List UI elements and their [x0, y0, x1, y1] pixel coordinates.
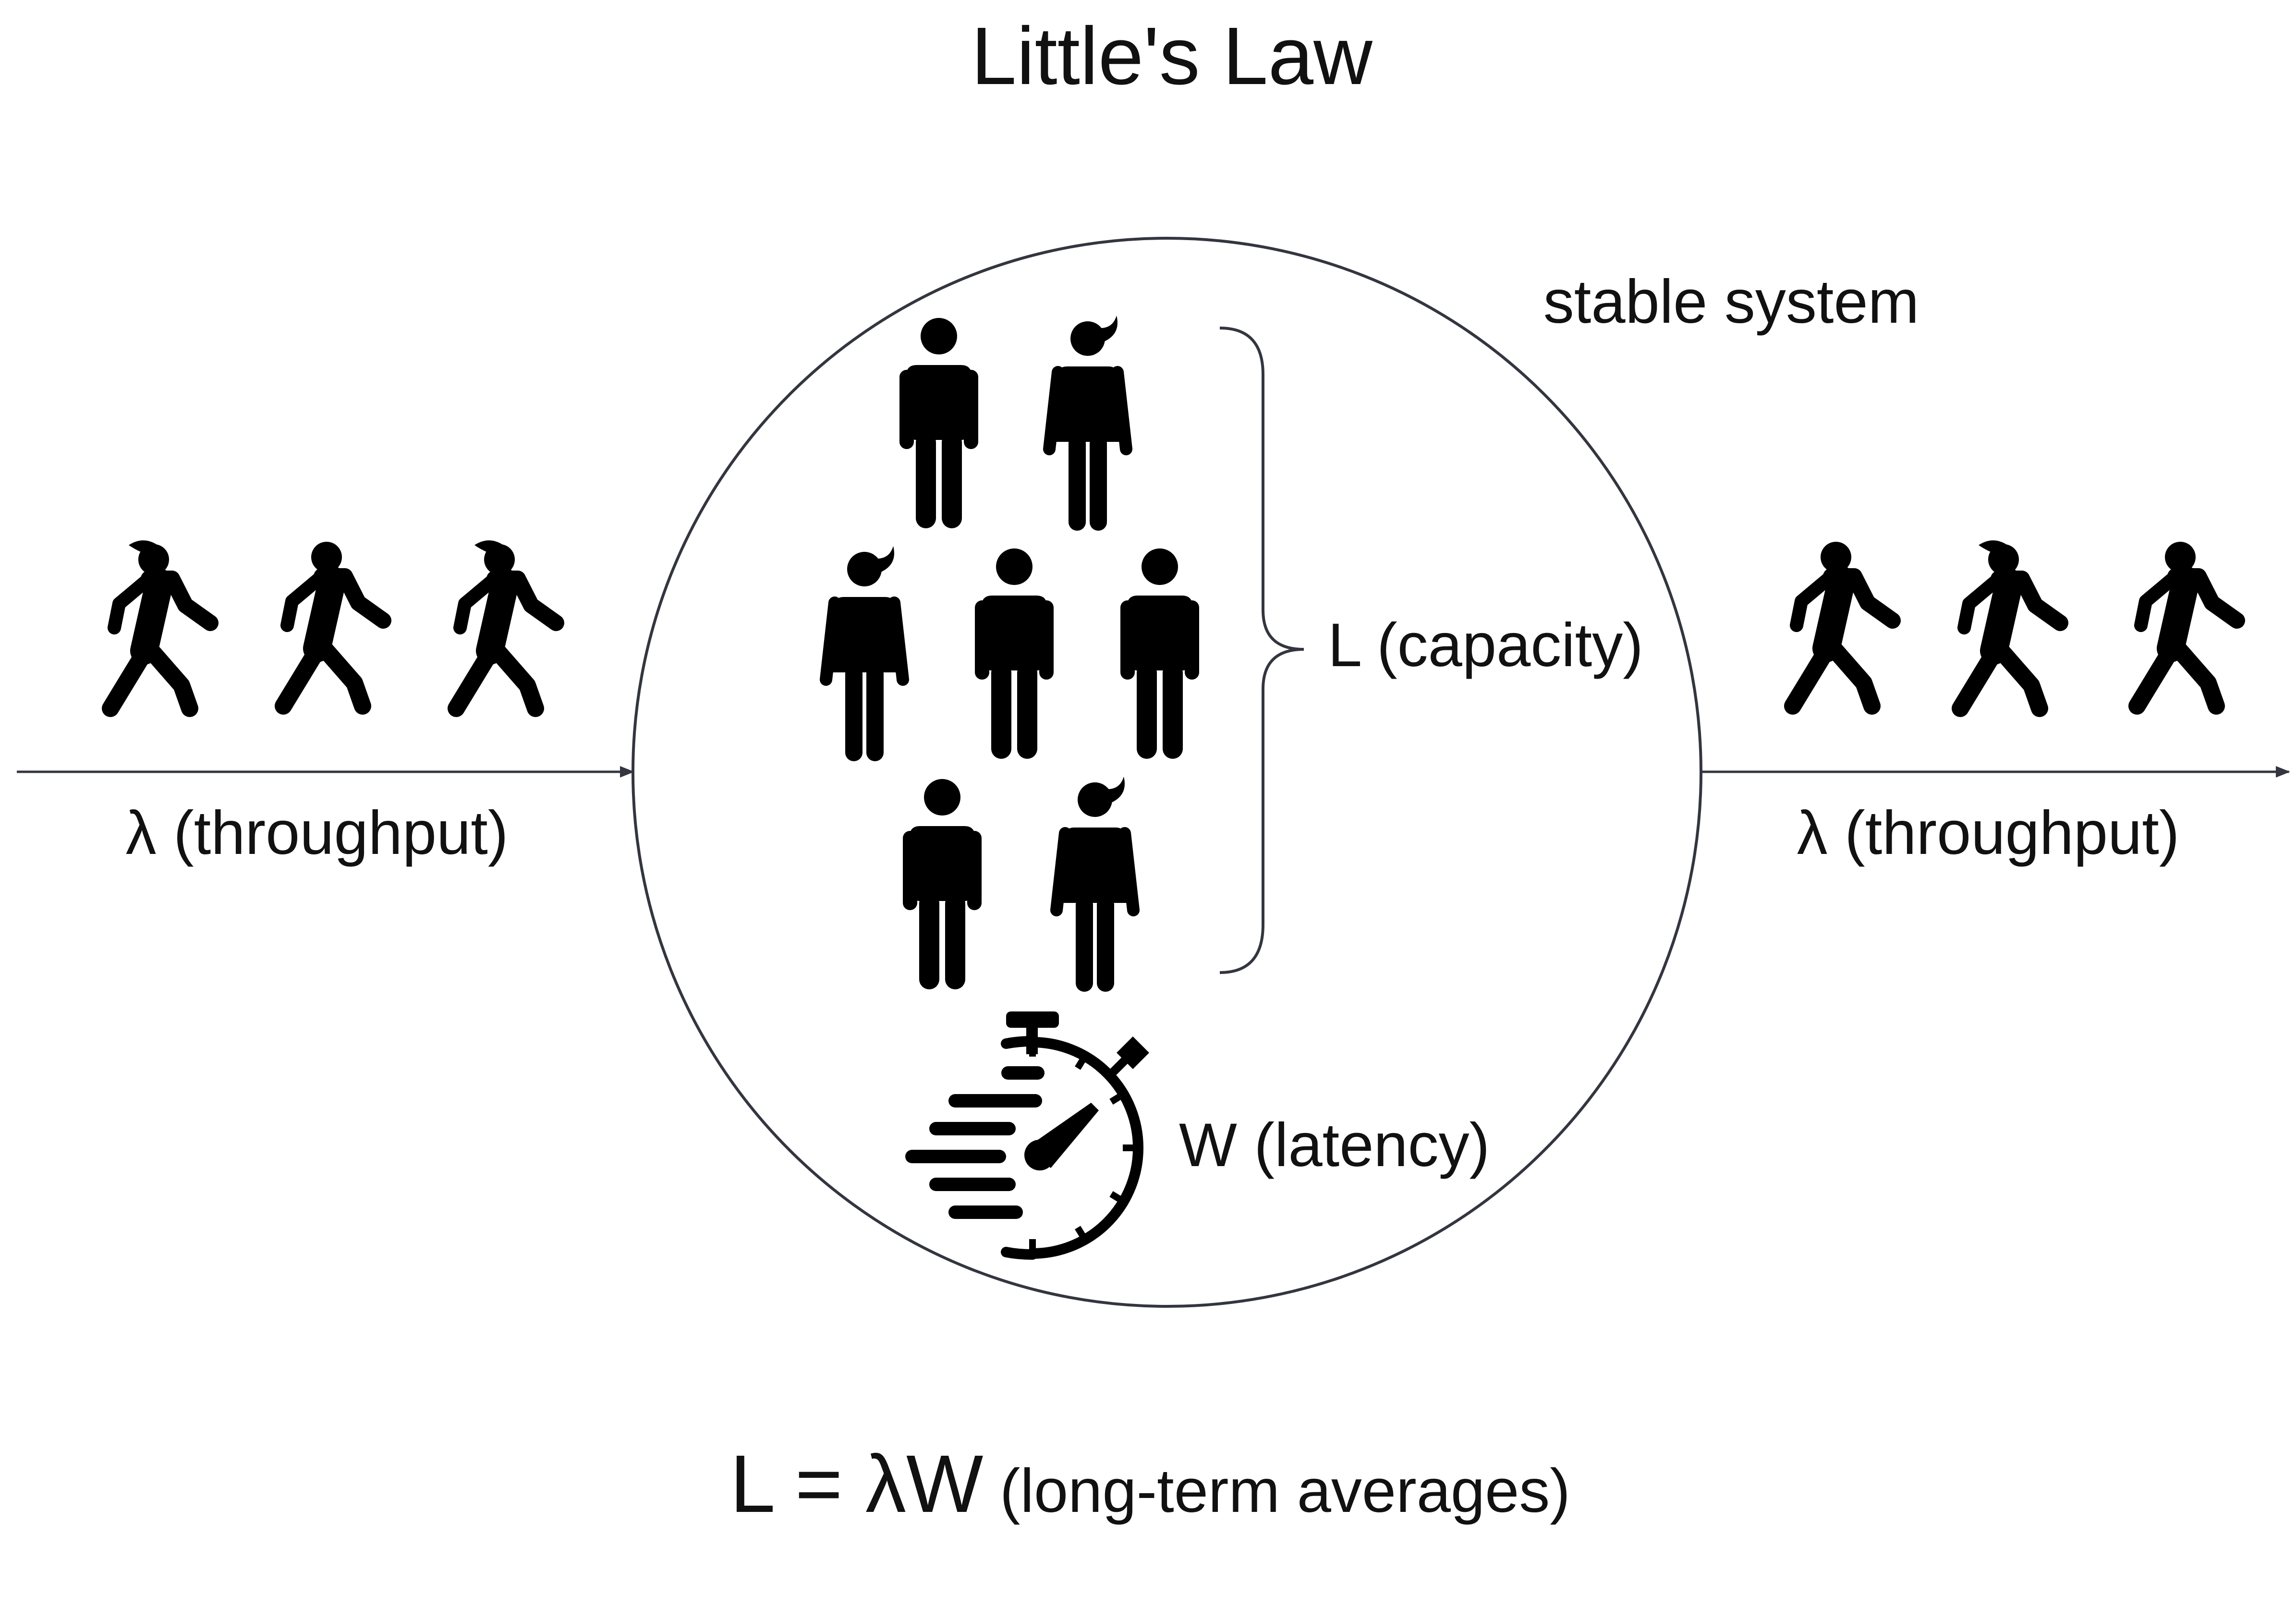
man-standing-icon — [903, 779, 982, 989]
people-in-system — [826, 316, 1199, 992]
diagram-title: Little's Law — [971, 11, 1373, 102]
outgoing-walkers — [1793, 540, 2237, 708]
woman-standing-icon — [1049, 316, 1126, 531]
person-walking-icon — [1793, 542, 1893, 706]
woman-standing-icon — [1057, 777, 1133, 992]
formula-main: L = λW — [730, 1438, 983, 1530]
system-boundary-circle — [632, 237, 1702, 1308]
capacity-brace — [1219, 327, 1304, 974]
latency-label: W (latency) — [1179, 1111, 1490, 1180]
man-standing-icon — [975, 548, 1054, 759]
incoming-walkers — [110, 540, 556, 708]
man-standing-icon — [899, 318, 978, 528]
system-label: stable system — [1543, 268, 1919, 336]
person-walking-icon — [283, 542, 383, 706]
man-standing-icon — [1120, 548, 1199, 759]
person-walking-icon — [1960, 540, 2060, 708]
person-walking-icon — [2137, 542, 2237, 706]
person-walking-icon — [110, 540, 210, 708]
person-walking-icon — [456, 540, 556, 708]
throughput-in-label: λ (throughput) — [126, 799, 509, 867]
stopwatch-icon — [905, 1011, 1149, 1260]
capacity-label: L (capacity) — [1328, 611, 1643, 680]
throughput-out-label: λ (throughput) — [1797, 799, 2180, 867]
woman-standing-icon — [826, 546, 903, 761]
formula: L = λW (long-term averages) — [730, 1438, 1570, 1530]
formula-note: (long-term averages) — [1000, 1457, 1570, 1525]
